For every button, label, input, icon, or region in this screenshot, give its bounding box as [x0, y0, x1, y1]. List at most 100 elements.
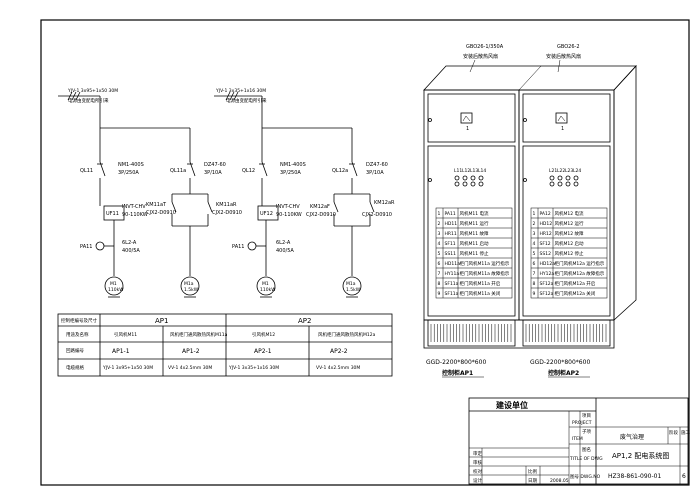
left-legend-no: 7 — [438, 271, 441, 277]
right-legend-code: PA12 — [540, 211, 551, 217]
ap1-contactor1-label: KM11aT — [146, 202, 167, 208]
table-cell: 引风机M11 — [114, 331, 137, 338]
ap1-meter-spec: 400/5A — [122, 248, 140, 254]
scale-label: 比例 — [528, 468, 537, 475]
ap1-inverter-model: INVT-CHV — [122, 204, 146, 210]
cabinet-elevation: GBO26-1/350A 安装后散热风扇 GBO26-2 安装后散热风扇 1 L… — [423, 44, 637, 378]
left-legend — [435, 207, 513, 299]
ap1-meter-label: PA11 — [80, 244, 92, 250]
ap2-motor-symbol — [256, 276, 276, 296]
left-legend-no: 2 — [438, 221, 441, 227]
ap2-main-breaker-rating: 3P/250A — [280, 170, 301, 176]
left-legend-desc: 柜门风机M11a 故障指示 — [460, 270, 510, 277]
right-legend — [530, 207, 608, 299]
right-legend-desc: 柜门风机M12a 关闭 — [555, 290, 596, 297]
row-label-design: 设计 — [473, 477, 482, 484]
table-cell: YJV-1 3x35+1x16 30M — [228, 365, 279, 371]
ap1-fan-breaker-label: QL11a — [170, 168, 186, 174]
right-lamp-label: L21 — [549, 168, 557, 174]
ap2-main-breaker-label: QL12 — [242, 168, 255, 174]
ap1-motor-symbol — [104, 276, 124, 296]
right-legend-no: 8 — [533, 281, 536, 287]
title-block: 建设单位 审定 审核 校对 设计 比例 日期 2008.05 项目 PROJEC… — [468, 397, 690, 485]
left-legend-no: 8 — [438, 281, 441, 287]
right-legend-code: SF12a — [540, 281, 554, 287]
right-legend-no: 9 — [533, 291, 536, 297]
table-cell: AP1-1 — [112, 348, 130, 355]
table-cell: AP2-1 — [254, 348, 272, 355]
date-label: 日期 — [528, 478, 537, 484]
right-legend-desc: 风机M12 运行 — [555, 220, 585, 227]
dwg-no-value: HZ38-861-090-01 — [608, 473, 661, 480]
drawing-label-en: TITLE OF DWG — [569, 456, 603, 462]
feeder1-cable: YJV-1 3x95+1x50 30M — [67, 88, 118, 94]
left-legend-no: 9 — [438, 291, 441, 297]
ap2-fan-breaker-label: QL12a — [332, 168, 348, 174]
left-legend-no: 6 — [438, 261, 441, 267]
ap1-contactor1-spec: CJX2-D0910 — [146, 210, 176, 216]
left-lamp-label: L11 — [454, 168, 462, 174]
feeder2-cable: YJV-1 3x35+1x16 30M — [215, 88, 266, 94]
feeder2-note: 电源由变配电所引来 — [226, 97, 267, 104]
right-legend-desc: 风机M12 电流 — [555, 210, 585, 217]
table-cell: VV-1 4x2.5mm 30M — [316, 365, 360, 371]
stage-label: 阶段 — [669, 429, 678, 436]
right-legend-no: 6 — [533, 261, 536, 267]
ap1-inverter-spec: 90-110KW — [122, 212, 148, 218]
ap2-contactor1-spec: CJX2-D0910 — [306, 212, 336, 218]
right-legend-code: HD12 — [540, 221, 553, 227]
right-legend-code: SF12a — [540, 291, 554, 297]
ap1-fan-breaker-rating: 3P/10A — [204, 170, 222, 176]
left-lamp-label: L12 — [462, 168, 470, 174]
table-row-label: 电缆规格 — [66, 364, 84, 371]
left-legend-code: HD11 — [445, 221, 458, 227]
right-legend-code: HY12a — [540, 271, 555, 277]
ap1-main-breaker-rating: 3P/250A — [118, 170, 139, 176]
ap1-contactor2-spec: CJX2-D0910 — [212, 210, 242, 216]
left-legend-code: HR11 — [445, 231, 457, 237]
ap2-main-breaker-spec: NM1-400S — [280, 162, 306, 168]
table-row-label: 用途及名称 — [66, 331, 89, 338]
ap2-contactor1-label: KM12aF — [310, 204, 330, 210]
ap1-main-breaker-spec: NM1-400S — [118, 162, 144, 168]
table-cell: AP1-2 — [182, 348, 200, 355]
left-lamp-label: L13 — [470, 168, 478, 174]
left-legend-code: SF11a — [445, 281, 459, 287]
ap1-contactor2-label: KM11aR — [216, 202, 237, 208]
ap2-contactor2-spec: CJX2-D0910 — [362, 212, 392, 218]
ap2-motor-power: 110kW — [260, 287, 276, 293]
table-group-ap2: AP2 — [298, 317, 311, 325]
left-legend-desc: 风机M11 电流 — [460, 210, 490, 217]
table-row-label: 回路编号 — [66, 347, 84, 354]
right-legend-code: HR12 — [540, 231, 552, 237]
table-cell: 引风机M12 — [252, 331, 275, 338]
right-legend-no: 5 — [533, 251, 536, 257]
right-display-no: 1 — [561, 126, 564, 132]
right-legend-desc: 风机M12 故障 — [555, 230, 585, 237]
circuit-ap2: YJV-1 3x35+1x16 30M 电源由变配电所引来 QL12 NM1-4… — [214, 88, 395, 298]
ap2-inverter-model: INVT-CHV — [276, 204, 300, 210]
right-legend-no: 7 — [533, 271, 536, 277]
left-legend-desc: 柜门风机M11a 运行指示 — [460, 260, 510, 267]
left-legend-no: 5 — [438, 251, 441, 257]
ap2-motor-label: M1 — [262, 281, 269, 287]
right-lamp-label: L24 — [573, 168, 581, 174]
left-legend-desc: 风机M11 运行 — [460, 220, 490, 227]
left-legend-code: HY11a — [445, 271, 460, 277]
ap1-meter-model: 6L2-A — [122, 240, 137, 246]
left-legend-desc: 风机M11 故障 — [460, 230, 490, 237]
right-legend-desc: 风机M12 启动 — [555, 240, 585, 247]
ap1-fan-motor-power: 1.5kW — [184, 287, 199, 293]
right-legend-code: HD12a — [540, 261, 556, 267]
right-cabinet-name: 控制柜AP2 — [548, 369, 579, 377]
ap2-meter-model: 6L2-A — [276, 240, 291, 246]
ap1-fan-motor-symbol — [180, 276, 200, 296]
table-header: 控制柜编号及尺寸 — [61, 317, 97, 324]
drawing-frame — [40, 19, 690, 486]
table-cell: VV-1 4x2.5mm 30M — [168, 365, 212, 371]
circuit-table: 控制柜编号及尺寸 AP1 AP2 用途及名称 引风机M11 风机柜门通风散热风机… — [57, 313, 393, 377]
table-group-ap1: AP1 — [155, 317, 168, 325]
ap2-fan-breaker-rating: 3P/10A — [366, 170, 384, 176]
